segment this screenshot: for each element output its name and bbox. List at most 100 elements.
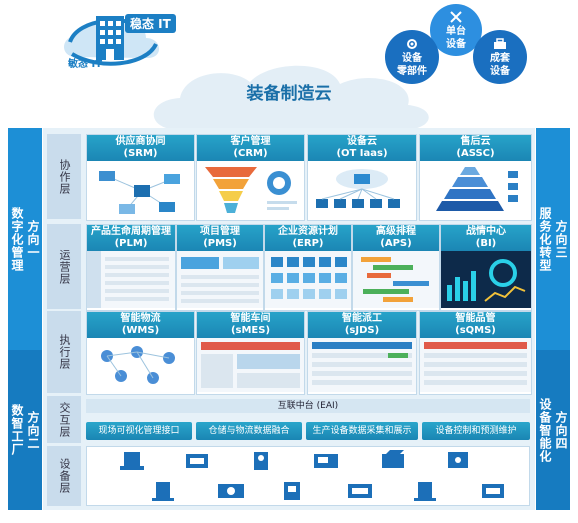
pms-screen-graphic xyxy=(177,251,263,308)
machine-icon xyxy=(284,482,300,500)
smart-factory-label: 数智工厂 xyxy=(10,404,24,456)
otiaas-code: (OT Iaas) xyxy=(336,148,388,159)
single-device-line2: 设备 xyxy=(446,38,466,50)
device-parts-line1: 设备 xyxy=(402,52,422,64)
aps-gantt-graphic xyxy=(353,251,439,308)
device-intelligence-label: 设备智能化 xyxy=(538,397,552,463)
sjds-screen-graphic xyxy=(308,338,416,392)
plm-code: (PLM) xyxy=(114,238,148,249)
sqms-screen-graphic xyxy=(420,338,531,392)
bi-code: (BI) xyxy=(475,238,497,249)
crm-name: 客户管理 xyxy=(230,136,271,147)
sqms-code: (sQMS) xyxy=(455,325,496,336)
bi-dashboard-graphic xyxy=(441,251,531,308)
otiaas-card[interactable]: 设备云(OT Iaas) xyxy=(307,134,417,221)
plm-screen-graphic xyxy=(87,251,175,308)
wms-code: (WMS) xyxy=(121,325,160,336)
machine-icon xyxy=(152,482,174,501)
title-cloud-graphic xyxy=(153,65,429,130)
crm-card[interactable]: 客户管理(CRM) xyxy=(196,134,305,221)
single-device-line1: 单台 xyxy=(446,25,466,37)
aps-code: (APS) xyxy=(380,238,412,249)
erp-code: (ERP) xyxy=(292,238,324,249)
bi-name: 战情中心 xyxy=(466,226,506,237)
erp-name: 企业资源计划 xyxy=(278,226,338,237)
pms-code: (PMS) xyxy=(203,238,237,249)
page-title: 装备制造云 xyxy=(246,84,332,104)
crm-funnel-graphic xyxy=(205,167,297,213)
wms-card[interactable]: 智能物流(WMS) xyxy=(86,311,195,395)
machine-icon xyxy=(254,452,268,470)
wrench-screwdriver-icon xyxy=(450,10,462,23)
plm-card[interactable]: 产品生命周期管理(PLM) xyxy=(86,224,176,311)
complete-set-circle: 成套 设备 xyxy=(473,30,527,84)
layer-interaction: 交互层 xyxy=(47,396,81,443)
erp-card[interactable]: 企业资源计划(ERP) xyxy=(264,224,352,311)
direction-four-panel: 方向四 设备智能化 xyxy=(536,350,570,510)
device-parts-circle: 设备 零部件 xyxy=(385,30,439,84)
machine-icon xyxy=(482,484,504,498)
machine-icon xyxy=(448,452,468,468)
machine-icon xyxy=(218,484,244,498)
smes-card[interactable]: 智能车间(sMES) xyxy=(196,311,305,395)
assc-card[interactable]: 售后云(ASSC) xyxy=(419,134,532,221)
smes-screen-graphic xyxy=(197,338,304,392)
eai-bar: 互联中台 (EAI) xyxy=(86,399,530,413)
machine-icon xyxy=(414,482,436,501)
aps-card[interactable]: 高级排程(APS) xyxy=(352,224,440,311)
srm-card[interactable]: 供应商协同(SRM) xyxy=(86,134,195,221)
sjds-name: 智能派工 xyxy=(342,313,382,324)
machine-icon xyxy=(382,450,404,468)
wms-name: 智能物流 xyxy=(120,313,161,324)
stable-it-label: 稳态 IT xyxy=(125,14,176,33)
layer-operation: 运营层 xyxy=(47,224,81,309)
srm-name: 供应商协同 xyxy=(115,136,166,147)
machine-icon xyxy=(314,454,338,468)
layer-execution: 执行层 xyxy=(47,311,81,393)
complete-set-line1: 成套 xyxy=(490,52,510,64)
assc-pyramid-graphic xyxy=(436,167,518,211)
srm-code: (SRM) xyxy=(123,148,158,159)
bi-card[interactable]: 战情中心(BI) xyxy=(440,224,532,311)
aps-name: 高级排程 xyxy=(376,226,416,237)
machine-icon xyxy=(186,454,208,468)
agile-it-label: 敏态 IT xyxy=(68,59,103,70)
layer-collaboration: 协作层 xyxy=(47,134,81,219)
wms-warehouse-graphic xyxy=(101,346,175,384)
sqms-card[interactable]: 智能品管(sQMS) xyxy=(419,311,532,395)
srm-network-graphic xyxy=(99,171,180,214)
digital-management-label: 数字化管理 xyxy=(10,206,24,272)
smes-name: 智能车间 xyxy=(230,313,271,324)
crm-code: (CRM) xyxy=(233,148,268,159)
toolbox-icon xyxy=(494,37,506,49)
direction-two-label: 方向二 xyxy=(26,410,40,450)
layer-device-label: 设备层 xyxy=(58,458,71,494)
direction-three-label: 方向三 xyxy=(554,219,568,259)
pms-card[interactable]: 项目管理(PMS) xyxy=(176,224,264,311)
complete-set-line2: 设备 xyxy=(490,65,510,77)
service-transformation-label: 服务化转型 xyxy=(538,206,552,272)
pms-name: 项目管理 xyxy=(200,226,240,237)
sqms-name: 智能品管 xyxy=(455,313,496,324)
plm-name: 产品生命周期管理 xyxy=(91,226,171,237)
equipment-control-maintenance-chip[interactable]: 设备控制和预测维护 xyxy=(422,422,530,440)
device-machines-graphic xyxy=(120,450,504,501)
assc-code: (ASSC) xyxy=(456,148,495,159)
layer-operation-label: 运营层 xyxy=(58,248,71,285)
machine-icon xyxy=(120,452,144,470)
equipment-data-collection-chip[interactable]: 生产设备数据采集和展示 xyxy=(306,422,418,440)
device-parts-line2: 零部件 xyxy=(397,65,427,77)
sjds-code: (sJDS) xyxy=(344,325,380,336)
smes-code: (sMES) xyxy=(230,325,271,336)
warehouse-logistics-fusion-chip[interactable]: 仓储与物流数据融合 xyxy=(196,422,302,440)
otiaas-cloud-graphic xyxy=(316,169,400,208)
erp-screen-graphic xyxy=(265,251,351,308)
layer-execution-label: 执行层 xyxy=(58,334,71,370)
assc-name: 售后云 xyxy=(460,136,491,147)
layer-device: 设备层 xyxy=(47,446,81,506)
direction-four-label: 方向四 xyxy=(554,410,568,450)
onsite-visual-interface-chip[interactable]: 现场可视化管理接口 xyxy=(86,422,192,440)
direction-three-panel: 方向三 服务化转型 xyxy=(536,128,570,350)
sjds-card[interactable]: 智能派工(sJDS) xyxy=(307,311,417,395)
single-device-circle: 单台 设备 xyxy=(430,4,482,56)
